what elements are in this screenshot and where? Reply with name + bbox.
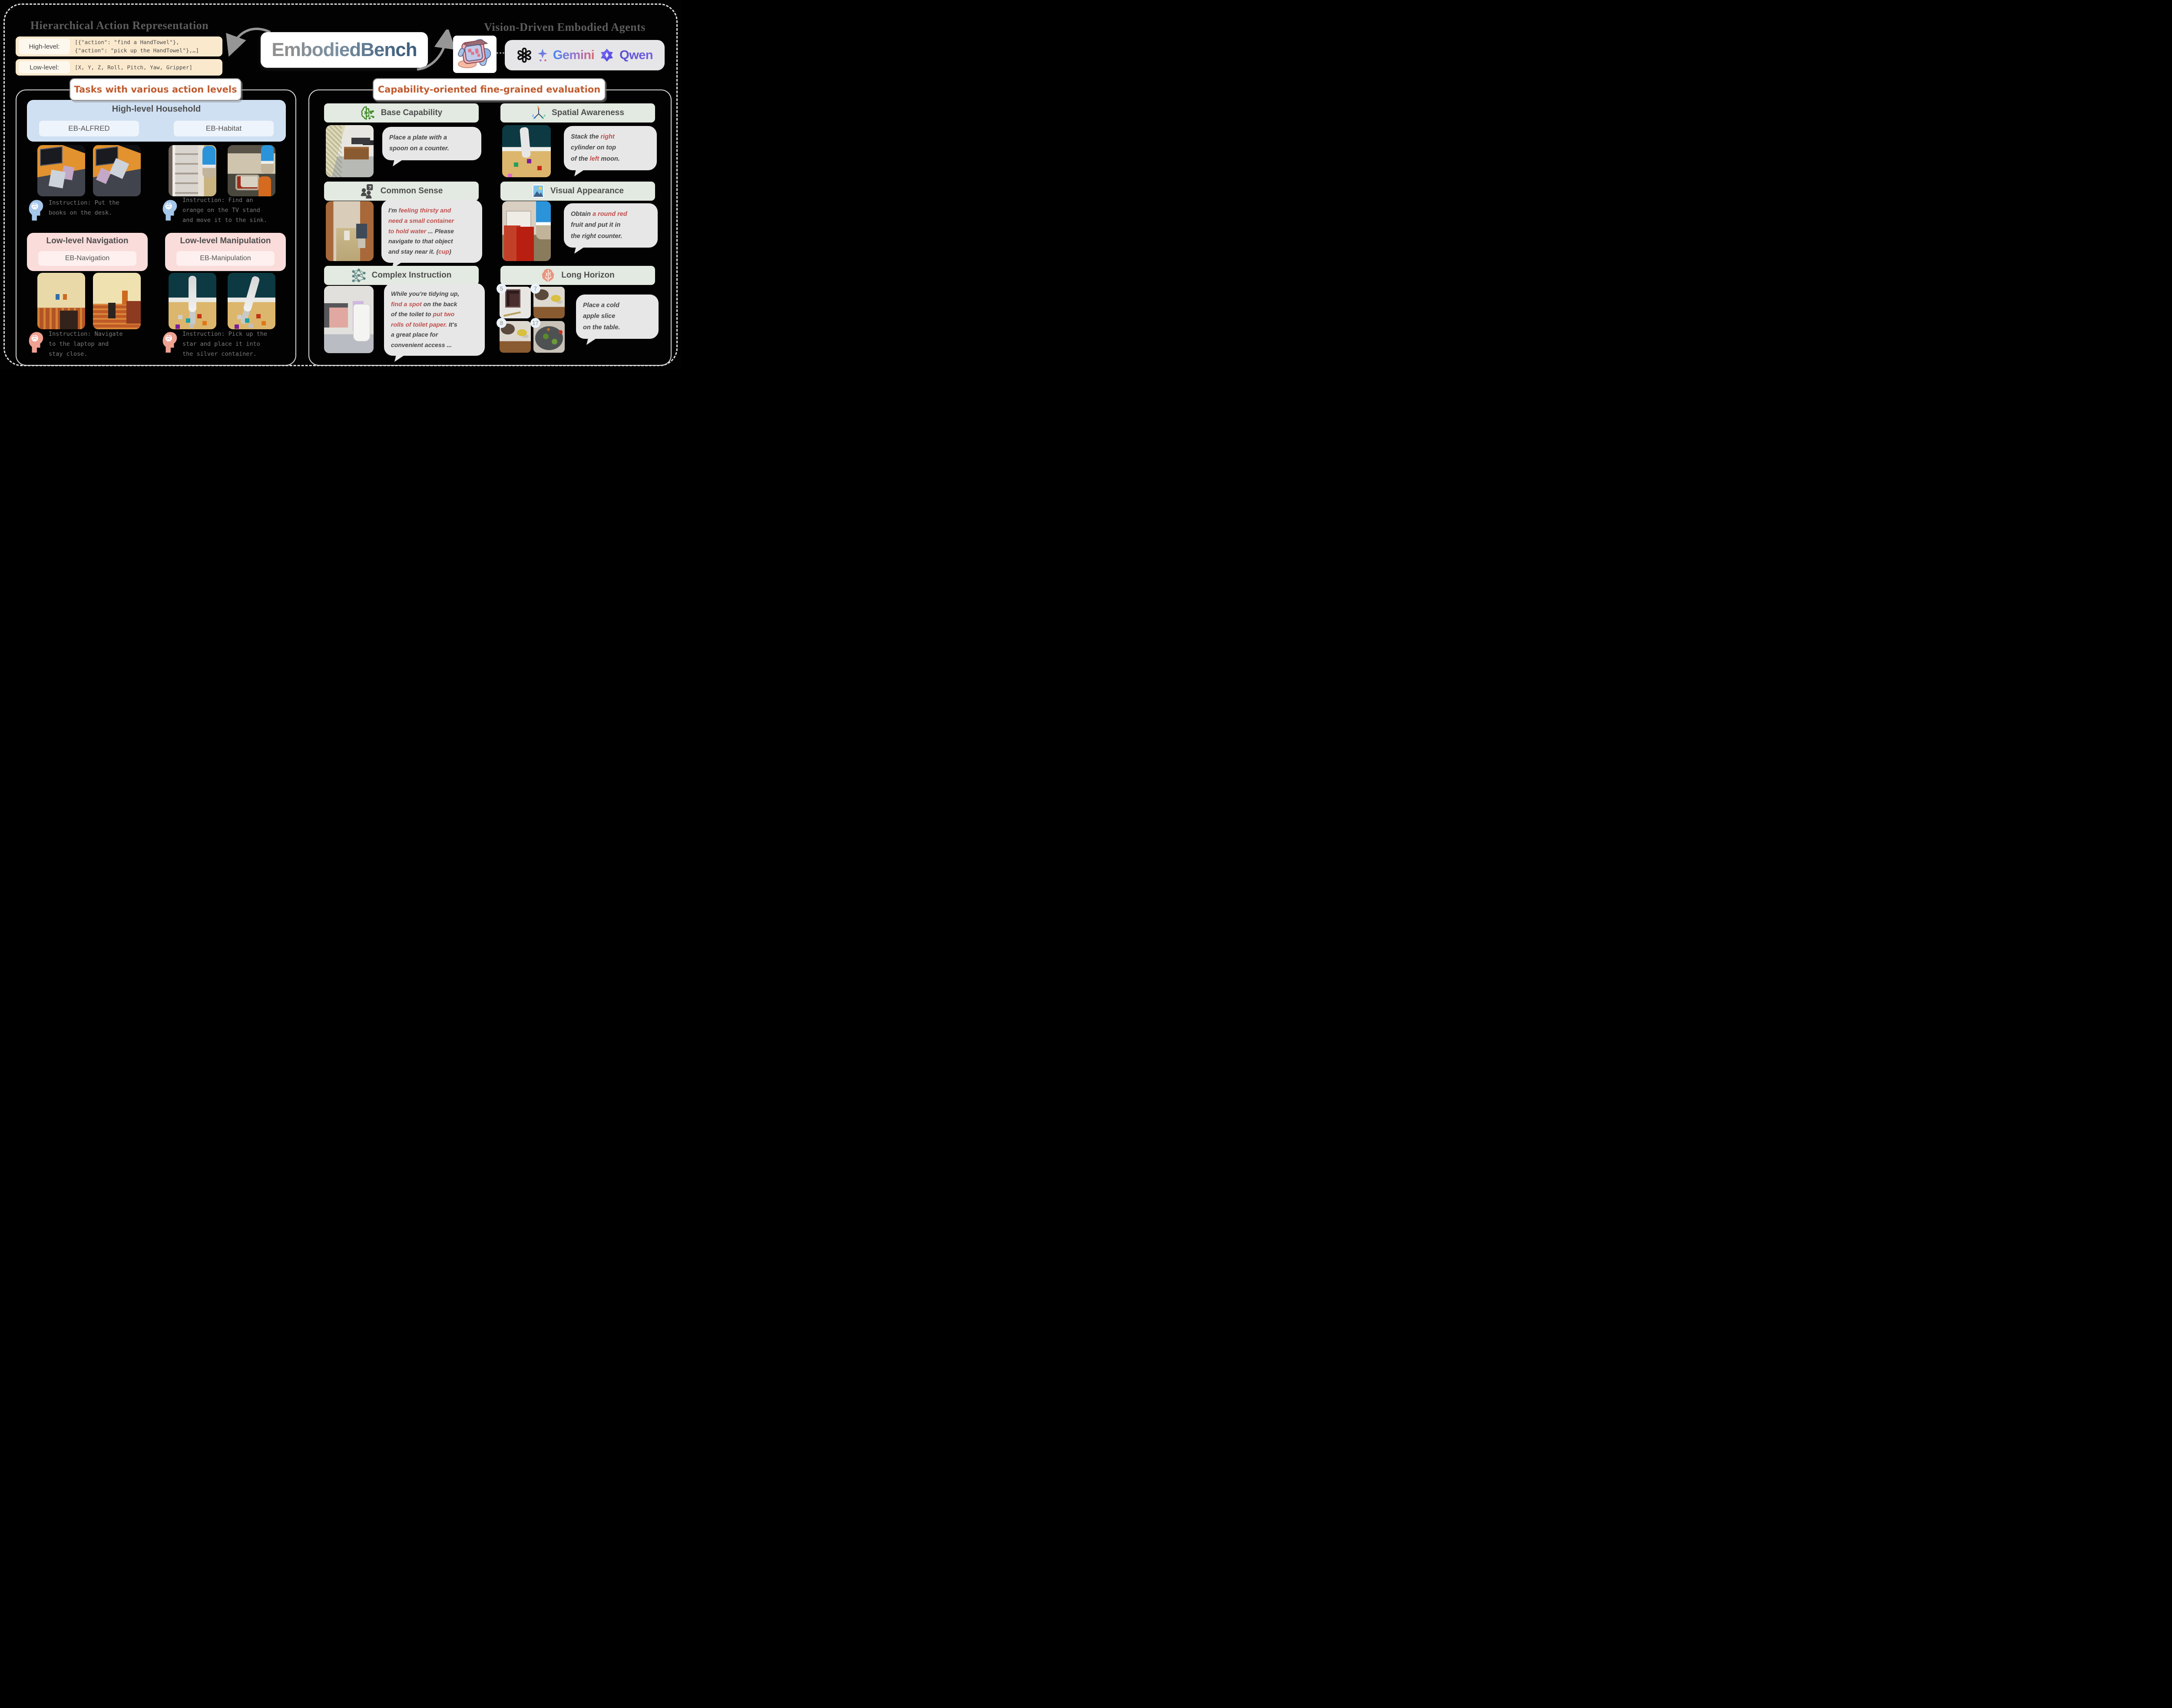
- capability-label: Long Horizon: [561, 271, 615, 280]
- arrow-right-icon: [417, 30, 454, 71]
- arrow-left-icon: [226, 27, 271, 57]
- household-title: High-level Household: [112, 104, 201, 114]
- high-level-chip: High-level:: [19, 39, 70, 54]
- step-number-badge: 8: [497, 318, 507, 328]
- low-level-action-box: Low-level: [X, Y, Z, Roll, Pitch, Yaw, G…: [16, 59, 222, 76]
- high-level-action-box: High-level: [{"action": "find a HandTowe…: [16, 36, 222, 56]
- base-capability-header: Base Capability: [324, 103, 479, 122]
- common-sense-scene: [326, 201, 374, 261]
- complex-instruction-header: Complex Instruction: [324, 266, 479, 285]
- eb-alfred-chip: EB-ALFRED: [39, 121, 139, 136]
- long-horizon-header: Long Horizon: [500, 266, 655, 285]
- step-number-badge: 7: [530, 284, 540, 294]
- habitat-scene-thumb-2: [228, 145, 275, 196]
- embodiedbench-wordmark: EmbodiedBench: [272, 39, 417, 60]
- high-level-household-group: High-level Household EB-ALFRED EB-Habita…: [27, 100, 286, 142]
- step-number-badge: 5: [497, 284, 507, 294]
- navigation-scene-thumb-1: [37, 273, 85, 329]
- picture-icon: [532, 184, 545, 199]
- eb-habitat-chip: EB-Habitat: [174, 121, 274, 136]
- visual-appearance-header: Visual Appearance: [500, 182, 655, 201]
- instruction-alfred: Instruction: Put the books on the desk.: [49, 199, 119, 217]
- complex-instruction-bubble: While you're tidying up, find a spot on …: [384, 283, 485, 356]
- eb-navigation-chip: EB-Navigation: [38, 251, 136, 266]
- spatial-awareness-header: Y Z X Spatial Awareness: [500, 103, 655, 122]
- thinking-head-icon: [162, 332, 177, 353]
- people-question-icon: ?: [361, 184, 373, 199]
- high-level-code: [{"action": "find a HandTowel"}, {"actio…: [75, 39, 199, 54]
- visual-appearance-bubble: Obtain a round red fruit and put it in t…: [564, 203, 658, 248]
- base-capability-scene: [326, 125, 374, 177]
- spatial-awareness-scene: [502, 125, 551, 177]
- xyz-axis-icon: Y Z X: [532, 106, 546, 119]
- navigation-scene-thumb-2: [93, 273, 141, 329]
- navigation-title: Low-level Navigation: [46, 236, 129, 245]
- dotted-connector: [493, 52, 507, 54]
- spatial-awareness-bubble: Stack the right cylinder on top of the l…: [564, 126, 657, 171]
- gemini-sparkle-icon: [537, 49, 547, 62]
- capability-label: Visual Appearance: [550, 186, 624, 195]
- habitat-scene-thumb-1: [169, 145, 216, 196]
- long-horizon-step-thumb: [500, 287, 531, 318]
- instruction-habitat: Instruction: Find an orange on the TV st…: [182, 197, 268, 224]
- tasks-panel-badge: Tasks with various action levels: [70, 78, 242, 101]
- svg-text:?: ?: [368, 185, 371, 190]
- svg-text:Y: Y: [537, 106, 539, 109]
- eb-manipulation-chip: EB-Manipulation: [176, 251, 275, 266]
- visual-appearance-scene: [502, 201, 551, 261]
- step-number-badge: 17: [530, 318, 540, 328]
- capability-label: Complex Instruction: [371, 271, 452, 280]
- instruction-manipulation: Instruction: Pick up the star and place …: [182, 331, 268, 358]
- robot-icon: [458, 39, 491, 68]
- long-horizon-step-thumb: [533, 287, 565, 318]
- svg-text:Z: Z: [532, 115, 534, 118]
- evaluation-panel-badge: Capability-oriented fine-grained evaluat…: [373, 78, 606, 101]
- complex-instruction-scene: [324, 286, 374, 353]
- capability-label: Base Capability: [381, 108, 443, 117]
- manipulation-title: Low-level Manipulation: [180, 236, 271, 245]
- low-level-manipulation-group: Low-level Manipulation EB-Manipulation: [165, 233, 286, 271]
- embodiedbench-logo-card: EmbodiedBench: [261, 32, 428, 68]
- long-horizon-bubble: Place a cold apple slice on the table.: [576, 295, 659, 339]
- robot-mascot: [453, 36, 497, 73]
- common-sense-bubble: I'm feeling thirsty and need a small con…: [381, 200, 482, 263]
- hierarchical-action-title: Hierarchical Action Representation: [30, 19, 209, 32]
- vision-driven-title: Vision-Driven Embodied Agents: [484, 21, 646, 33]
- thinking-head-icon: [162, 200, 177, 221]
- low-level-chip: Low-level:: [19, 61, 70, 73]
- figure-canvas: Hierarchical Action Representation High-…: [0, 0, 681, 370]
- common-sense-header: ? Common Sense: [324, 182, 479, 201]
- svg-text:X: X: [543, 115, 546, 118]
- instruction-navigation: Instruction: Navigate to the laptop and …: [49, 331, 123, 358]
- long-horizon-step-thumb: [500, 321, 531, 353]
- qwen-icon: [601, 49, 613, 62]
- base-capability-bubble: Place a plate with a spoon on a counter.: [382, 127, 481, 160]
- alfred-scene-thumb-1: [37, 145, 85, 196]
- brain-icon: [542, 268, 554, 282]
- model-logos-card: Gemini Qwen: [505, 40, 665, 70]
- gemini-wordmark: Gemini: [553, 48, 595, 62]
- brain-chip-icon: [361, 106, 374, 120]
- thinking-head-icon: [29, 332, 43, 353]
- qwen-wordmark: Qwen: [619, 48, 653, 62]
- alfred-scene-thumb-2: [93, 145, 141, 196]
- network-graph-icon: [352, 268, 366, 282]
- capability-label: Common Sense: [380, 186, 443, 195]
- capability-label: Spatial Awareness: [552, 108, 624, 117]
- manipulation-scene-thumb-2: [228, 273, 275, 329]
- openai-icon: [517, 47, 531, 63]
- manipulation-scene-thumb-1: [169, 273, 216, 329]
- thinking-head-icon: [29, 200, 43, 221]
- low-level-code: [X, Y, Z, Roll, Pitch, Yaw, Gripper]: [75, 64, 192, 71]
- low-level-navigation-group: Low-level Navigation EB-Navigation: [27, 233, 148, 271]
